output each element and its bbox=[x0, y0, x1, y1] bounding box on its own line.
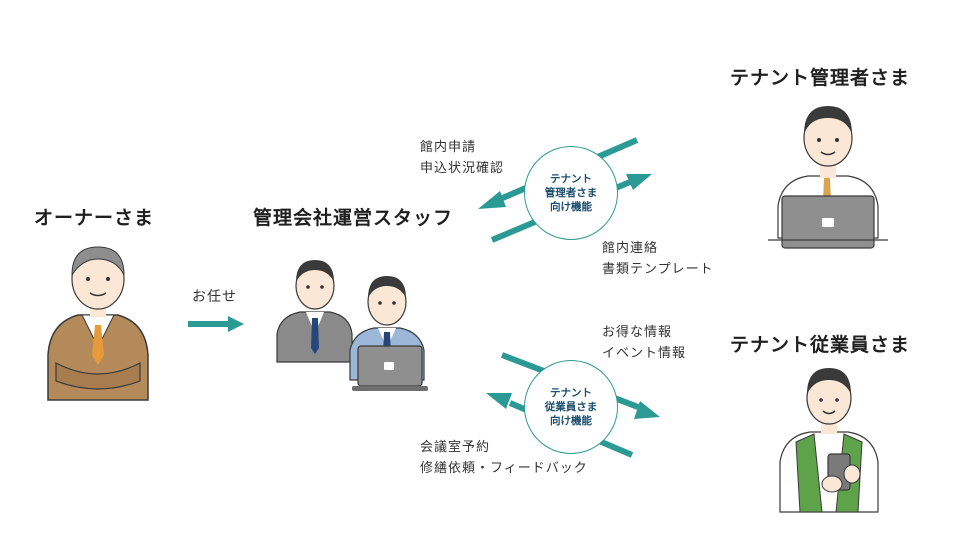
tenant-employee-title: テナント従業員さま bbox=[730, 334, 911, 356]
manager-features-badge: テナント 管理者さま 向け機能 bbox=[524, 146, 618, 240]
staff-illustration bbox=[276, 260, 428, 391]
delegate-arrow bbox=[188, 316, 244, 332]
employee-right-features: お得な情報 イベント情報 bbox=[602, 322, 686, 364]
owner-illustration bbox=[47, 246, 149, 401]
feature-item: 申込状況確認 bbox=[420, 161, 505, 176]
manager-left-features: 館内申請 申込状況確認 bbox=[420, 137, 504, 179]
badge-line: テナント bbox=[550, 387, 592, 399]
feature-item: 館内申請 bbox=[420, 140, 477, 155]
badge-line: 向け機能 bbox=[550, 201, 592, 213]
feature-item: イベント情報 bbox=[602, 346, 687, 361]
badge-line: 向け機能 bbox=[550, 415, 592, 427]
tenant-manager-illustration bbox=[768, 106, 888, 249]
owner-title: オーナーさま bbox=[34, 207, 155, 229]
badge-line: テナント bbox=[550, 173, 592, 185]
employee-features-badge: テナント 従業員さま 向け機能 bbox=[524, 360, 618, 454]
badge-line: 従業員さま bbox=[544, 401, 598, 413]
feature-item: 会議室予約 bbox=[420, 440, 491, 455]
tenant-employee-illustration bbox=[779, 368, 879, 513]
badge-line: 管理者さま bbox=[544, 187, 598, 199]
employee-left-features: 会議室予約 修繕依頼・フィードバック bbox=[420, 437, 588, 479]
feature-item: 館内連絡 bbox=[602, 241, 659, 256]
tenant-manager-title: テナント管理者さま bbox=[730, 67, 911, 89]
staff-title: 管理会社運営スタッフ bbox=[253, 207, 454, 229]
feature-item: 書類テンプレート bbox=[602, 262, 714, 277]
feature-item: お得な情報 bbox=[602, 325, 673, 340]
manager-right-features: 館内連絡 書類テンプレート bbox=[602, 238, 714, 280]
feature-item: 修繕依頼・フィードバック bbox=[420, 461, 588, 476]
delegate-label: お任せ bbox=[192, 289, 237, 305]
